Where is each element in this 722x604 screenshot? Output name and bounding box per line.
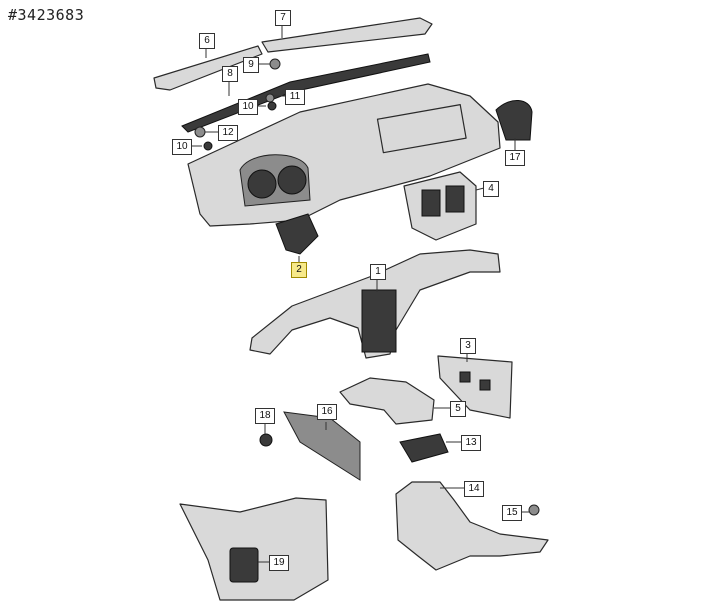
- callout-9[interactable]: 9: [243, 57, 259, 73]
- part-10-clip-a: [267, 101, 277, 111]
- part-11-clip: [265, 93, 275, 103]
- part-19-switch: [229, 547, 259, 583]
- part-14-lower-duct: [395, 481, 549, 571]
- part-4-vent-grille-1: [421, 189, 441, 217]
- part-5-console-duct: [339, 377, 435, 425]
- part-3-bracket: [437, 355, 513, 419]
- dashboard-screen-recess: [376, 104, 467, 154]
- part-16-side-panel: [283, 411, 361, 481]
- callout-2[interactable]: 2: [291, 262, 307, 278]
- callout-17[interactable]: 17: [505, 150, 525, 166]
- part-12-clip: [194, 126, 206, 138]
- part-4-vent-grille-2: [445, 185, 465, 213]
- part-15-screw: [528, 504, 540, 516]
- callout-12[interactable]: 12: [218, 125, 238, 141]
- callout-3[interactable]: 3: [460, 338, 476, 354]
- part-13-vent-box: [399, 433, 449, 463]
- callout-13[interactable]: 13: [461, 435, 481, 451]
- callout-1[interactable]: 1: [370, 264, 386, 280]
- gauge-right: [277, 165, 307, 195]
- part-2-vent: [275, 213, 319, 255]
- part-8-strip: [181, 53, 431, 133]
- callout-15[interactable]: 15: [502, 505, 522, 521]
- part-3-hole-b: [479, 379, 491, 391]
- callout-8[interactable]: 8: [222, 66, 238, 82]
- callout-6[interactable]: 6: [199, 33, 215, 49]
- part-18-fastener: [259, 433, 273, 447]
- callout-4[interactable]: 4: [483, 181, 499, 197]
- callout-19[interactable]: 19: [269, 555, 289, 571]
- callout-10b[interactable]: 10: [172, 139, 192, 155]
- part-9-clip: [269, 58, 281, 70]
- callout-14[interactable]: 14: [464, 481, 484, 497]
- callout-18[interactable]: 18: [255, 408, 275, 424]
- part-10-clip-b: [203, 141, 213, 151]
- callout-7[interactable]: 7: [275, 10, 291, 26]
- part-7-trim: [261, 17, 433, 53]
- diagram-id: #3423683: [8, 6, 85, 24]
- callout-10a[interactable]: 10: [238, 99, 258, 115]
- leader-4: [475, 187, 485, 191]
- callout-16[interactable]: 16: [317, 404, 337, 420]
- part-17-vent: [495, 100, 533, 141]
- part-6-trim: [153, 45, 263, 91]
- callout-5[interactable]: 5: [450, 401, 466, 417]
- part-3-hole-a: [459, 371, 471, 383]
- part-1-duct-center: [361, 289, 397, 353]
- gauge-left: [247, 169, 277, 199]
- callout-11[interactable]: 11: [285, 89, 305, 105]
